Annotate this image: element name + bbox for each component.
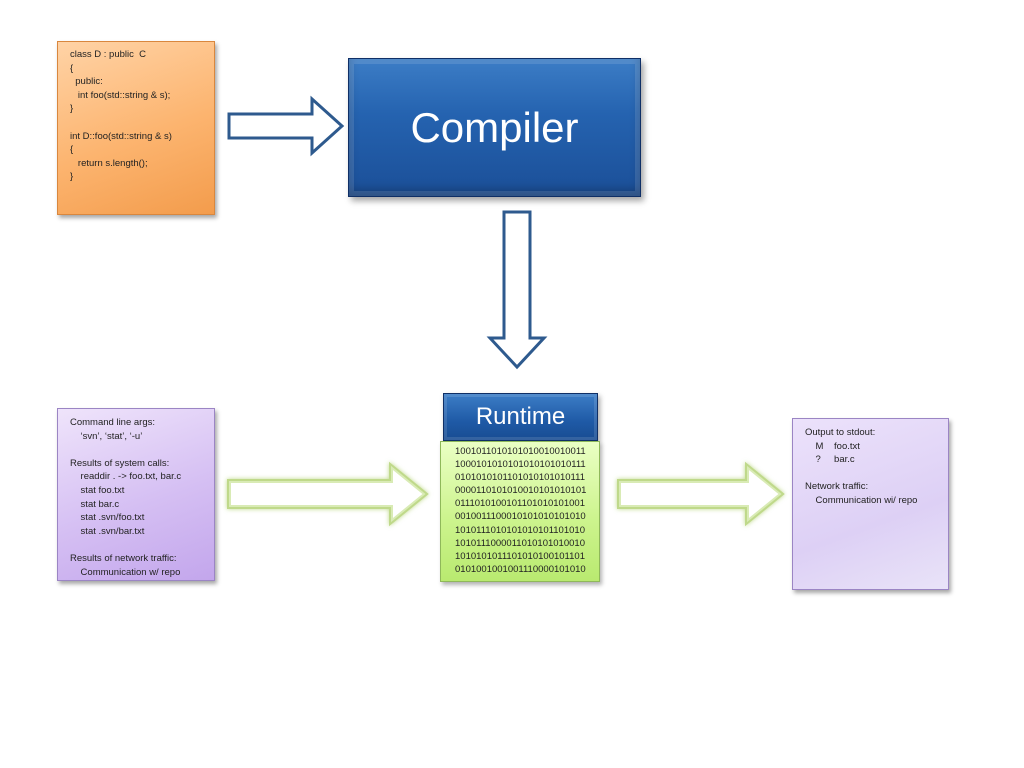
- inputs-line: ‘svn’, ‘stat’, ‘-u’: [70, 430, 143, 442]
- binary-line: 0111010100101101010101001: [455, 498, 585, 510]
- inputs-line: Communication w/ repo: [70, 566, 181, 578]
- binary-line: 0010011100010101010101010: [455, 511, 586, 523]
- compiler-label: Compiler: [410, 103, 579, 151]
- source-code-box: class D : public C { public: int foo(std…: [57, 41, 215, 215]
- source-code-line: class D : public C: [70, 49, 147, 60]
- output-line: Communication wi/ repo: [805, 494, 918, 506]
- output-line: M foo.txt: [805, 440, 860, 452]
- output-line: Network traffic:: [805, 481, 869, 493]
- source-code-line: {: [70, 144, 74, 156]
- output-box: Output to stdout: M foo.txt ? bar.c Netw…: [792, 418, 949, 590]
- inputs-line: Results of system calls:: [70, 457, 170, 469]
- arrow-right-icon: [227, 461, 429, 527]
- inputs-line: Results of network traffic:: [70, 552, 177, 564]
- source-code-line: }: [70, 103, 74, 115]
- inputs-line: Command line args:: [70, 417, 156, 428]
- binary-line: 1010111000011010101010010: [455, 537, 585, 549]
- source-code-line: }: [70, 171, 74, 183]
- inputs-line: stat .svn/bar.txt: [70, 525, 145, 537]
- binary-line: 0101001001001110000101010: [455, 563, 586, 575]
- binary-line: 1010101011101010100101101: [455, 550, 585, 562]
- inputs-line: readdir . -> foo.txt, bar.c: [70, 471, 182, 483]
- inputs-box: Command line args: ‘svn’, ‘stat’, ‘-u’ R…: [57, 408, 215, 581]
- inputs-line: [70, 538, 210, 552]
- source-code-line: return s.length();: [70, 157, 148, 169]
- source-code-line: [70, 116, 208, 130]
- inputs-line: [70, 443, 210, 457]
- binary-line: 1001011010101010010010011: [455, 446, 586, 457]
- inputs-line: stat .svn/foo.txt: [70, 512, 145, 524]
- arrow-right-icon: [227, 95, 345, 157]
- arrow-right-icon: [617, 461, 785, 527]
- output-line: Output to stdout:: [805, 427, 876, 438]
- runtime-header: Runtime: [443, 393, 598, 441]
- inputs-line: stat bar.c: [70, 498, 120, 510]
- binary-line: 1010111010101010101101010: [455, 524, 585, 536]
- source-code-line: int D::foo(std::string & s): [70, 130, 172, 142]
- source-code-line: {: [70, 62, 74, 74]
- inputs-line: stat foo.txt: [70, 484, 125, 496]
- binary-block: 1001011010101010010010011 10001010101010…: [440, 441, 600, 582]
- binary-line: 0000110101010010101010101: [455, 485, 587, 497]
- binary-line: 1000101010101010101010111: [455, 459, 586, 471]
- output-line: ? bar.c: [805, 454, 855, 466]
- output-line: [805, 467, 944, 481]
- source-code-line: int foo(std::string & s);: [70, 89, 171, 101]
- arrow-down-icon: [486, 210, 548, 370]
- runtime-label: Runtime: [475, 403, 566, 430]
- binary-line: 0101010101101010101010111: [455, 472, 585, 484]
- source-code-line: public:: [70, 76, 103, 88]
- compiler-box: Compiler: [348, 58, 641, 197]
